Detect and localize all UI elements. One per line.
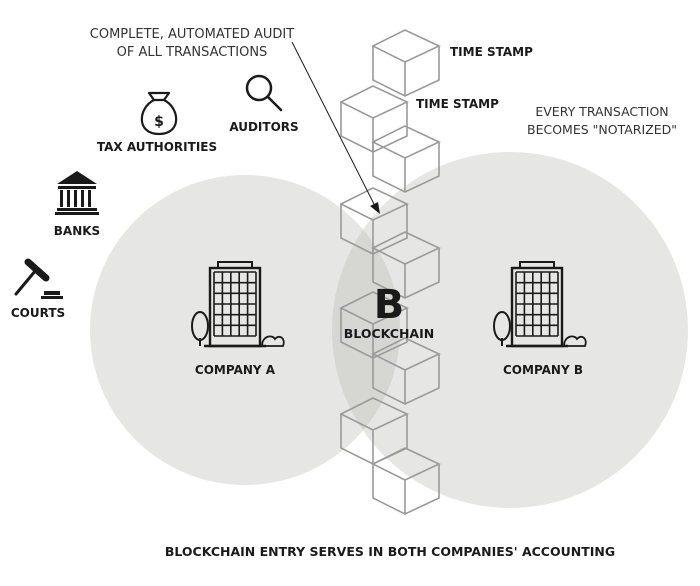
bush-icon bbox=[261, 335, 285, 347]
blockchain-label: BLOCKCHAIN bbox=[344, 326, 434, 341]
time-stamp-label-1: TIME STAMP bbox=[450, 45, 533, 59]
bank-icon bbox=[55, 171, 99, 215]
tree-icon bbox=[191, 311, 209, 346]
tree-icon bbox=[493, 311, 511, 346]
courts-label: COURTS bbox=[11, 306, 65, 320]
bush-icon bbox=[563, 335, 587, 347]
banks-label: BANKS bbox=[54, 224, 100, 238]
company-a-label: COMPANY A bbox=[195, 363, 276, 377]
company-a-circle bbox=[90, 175, 400, 485]
magnifier-icon bbox=[245, 74, 283, 112]
notarized-annotation-line1: EVERY TRANSACTION bbox=[535, 104, 668, 119]
blockchain-block bbox=[371, 447, 441, 515]
audit-annotation-line1: COMPLETE, AUTOMATED AUDIT bbox=[90, 27, 294, 42]
audit-annotation-line2: OF ALL TRANSACTIONS bbox=[117, 45, 268, 60]
gavel-icon bbox=[14, 258, 63, 299]
auditors-label: AUDITORS bbox=[229, 120, 298, 134]
diagram-caption: BLOCKCHAIN ENTRY SERVES IN BOTH COMPANIE… bbox=[165, 544, 615, 559]
blockchain-block bbox=[371, 29, 441, 97]
dollar-sign-icon: $ bbox=[154, 114, 164, 130]
blockchain-block bbox=[371, 337, 441, 405]
audit-arrow bbox=[291, 41, 380, 214]
office-building-icon bbox=[204, 261, 266, 348]
blockchain-block bbox=[371, 125, 441, 193]
blockchain-cube-chain bbox=[339, 29, 441, 515]
office-building-icon bbox=[506, 261, 568, 348]
blockchain-letter: B bbox=[374, 282, 405, 328]
blockchain-block bbox=[371, 231, 441, 299]
notarized-annotation-line2: BECOMES "NOTARIZED" bbox=[527, 122, 677, 137]
tax-authorities-label: TAX AUTHORITIES bbox=[97, 140, 217, 154]
company-b-label: COMPANY B bbox=[503, 363, 583, 377]
money-bag-icon bbox=[140, 91, 178, 136]
time-stamp-label-2: TIME STAMP bbox=[416, 97, 499, 111]
